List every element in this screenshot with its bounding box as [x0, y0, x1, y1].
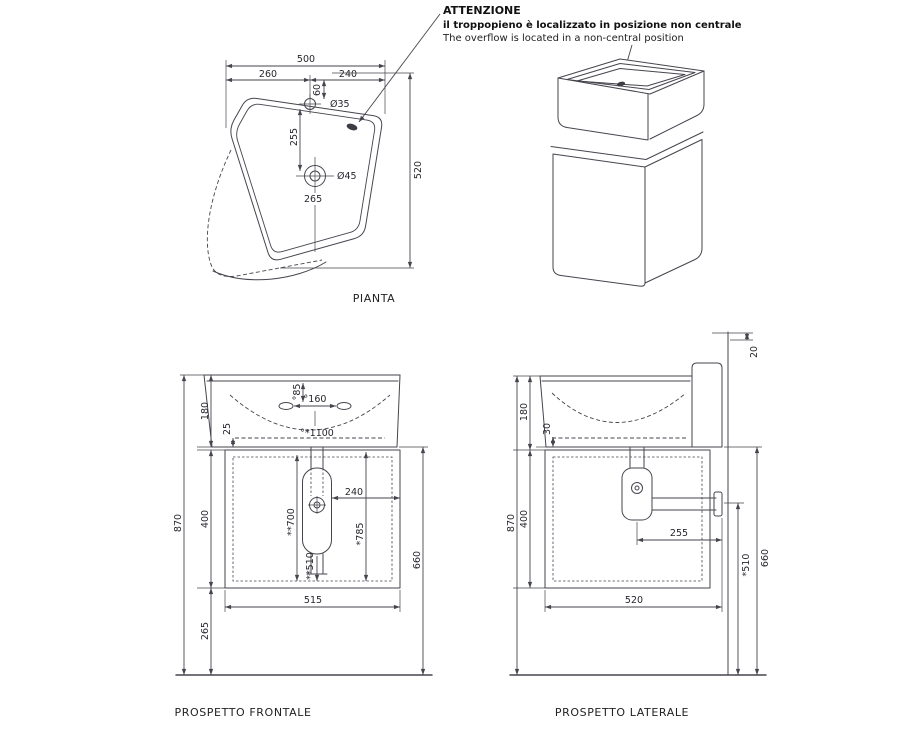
dim-faucet-to-right: 240 [339, 69, 357, 80]
front-view-title: PROSPETTO FRONTALE [174, 706, 311, 719]
dim-side-rim-inset: 30 [542, 423, 553, 435]
tap-hole-right [336, 402, 352, 410]
plan-cabinet-hidden-outline [206, 149, 327, 281]
dim-left-to-faucet: 260 [259, 69, 277, 80]
dim-supply-height: **700 [286, 508, 297, 536]
dim-side-cabinet-height: 400 [519, 510, 530, 528]
front-cabinet [224, 449, 401, 589]
dim-trap-height: **510 [305, 552, 316, 580]
dim-cabinet-depth: 520 [625, 595, 643, 606]
dim-front-cabinet-height: 400 [200, 510, 211, 528]
overflow-hole [346, 123, 358, 131]
tap-hole-left [278, 402, 294, 410]
front-view: 180 25 °85 °160 °*1100 870 400 265 240 *… [173, 374, 433, 719]
plan-view: 500 260 240 60 255 520 Ø35 Ø45 265 PIANT… [206, 54, 424, 305]
dim-drain-diameter: Ø45 [337, 171, 357, 182]
dim-front-basin-height: 180 [200, 402, 211, 420]
front-basin-outline [203, 374, 401, 448]
dim-tap-hole-drop: °85 [292, 384, 303, 401]
front-dimensions: 180 25 °85 °160 °*1100 870 400 265 240 *… [173, 374, 428, 675]
attention-note: ATTENZIONE il troppopieno è localizzato … [358, 4, 742, 123]
dim-tap-hole-spacing: °160 [304, 394, 327, 405]
side-view: 20 180 30 870 400 255 520 *510 66 [506, 331, 771, 719]
dim-mixer-height: °*1100 [300, 428, 334, 439]
plan-view-title: PIANTA [353, 292, 396, 305]
dim-waste-height-front: *785 [355, 523, 366, 546]
dim-front-total-height: 870 [173, 514, 184, 532]
iso-cabinet [550, 131, 704, 287]
dim-rim-to-floor-side: 660 [760, 549, 771, 567]
side-dimensions: 20 180 30 870 400 255 520 *510 66 [506, 332, 771, 675]
dim-cabinet-width: 515 [304, 595, 322, 606]
side-basin-outline [539, 362, 723, 448]
dim-wall-gap: 20 [749, 346, 760, 358]
plan-dimensions: 500 260 240 60 255 520 Ø35 Ø45 265 [225, 54, 424, 269]
dim-front-rim-inset: 25 [222, 423, 233, 435]
dim-overall-depth: 520 [413, 161, 424, 179]
overflow-hole-iso [616, 81, 626, 87]
side-cabinet [544, 449, 711, 589]
iso-view [550, 58, 705, 287]
dim-rim-to-floor-front: 660 [412, 551, 423, 569]
dim-faucet-offset: 60 [312, 84, 323, 96]
dim-front-clearance-height: 265 [200, 622, 211, 640]
attention-title: ATTENZIONE [443, 4, 521, 17]
drain-symbol [296, 157, 334, 252]
dim-drain-to-side: 240 [345, 487, 363, 498]
dim-waste-offset: 255 [670, 528, 688, 539]
dim-side-total-height: 870 [506, 514, 517, 532]
dim-overall-width: 500 [297, 54, 315, 65]
attention-subtitle-it: il troppopieno è localizzato in posizion… [443, 19, 742, 31]
dim-side-basin-height: 180 [519, 403, 530, 421]
side-drain-trap [621, 446, 723, 521]
side-view-title: PROSPETTO LATERALE [555, 706, 689, 719]
iso-basin [557, 58, 705, 141]
dim-faucet-to-drain: 255 [289, 128, 300, 146]
dim-faucet-hole-diameter: Ø35 [330, 99, 350, 110]
attention-subtitle-en: The overflow is located in a non-central… [442, 33, 684, 44]
dim-waste-height-side: *510 [741, 554, 752, 577]
overflow-leader-arrow [358, 13, 441, 123]
dim-drain-to-front: 265 [304, 194, 322, 205]
plan-basin-outline [230, 97, 383, 261]
